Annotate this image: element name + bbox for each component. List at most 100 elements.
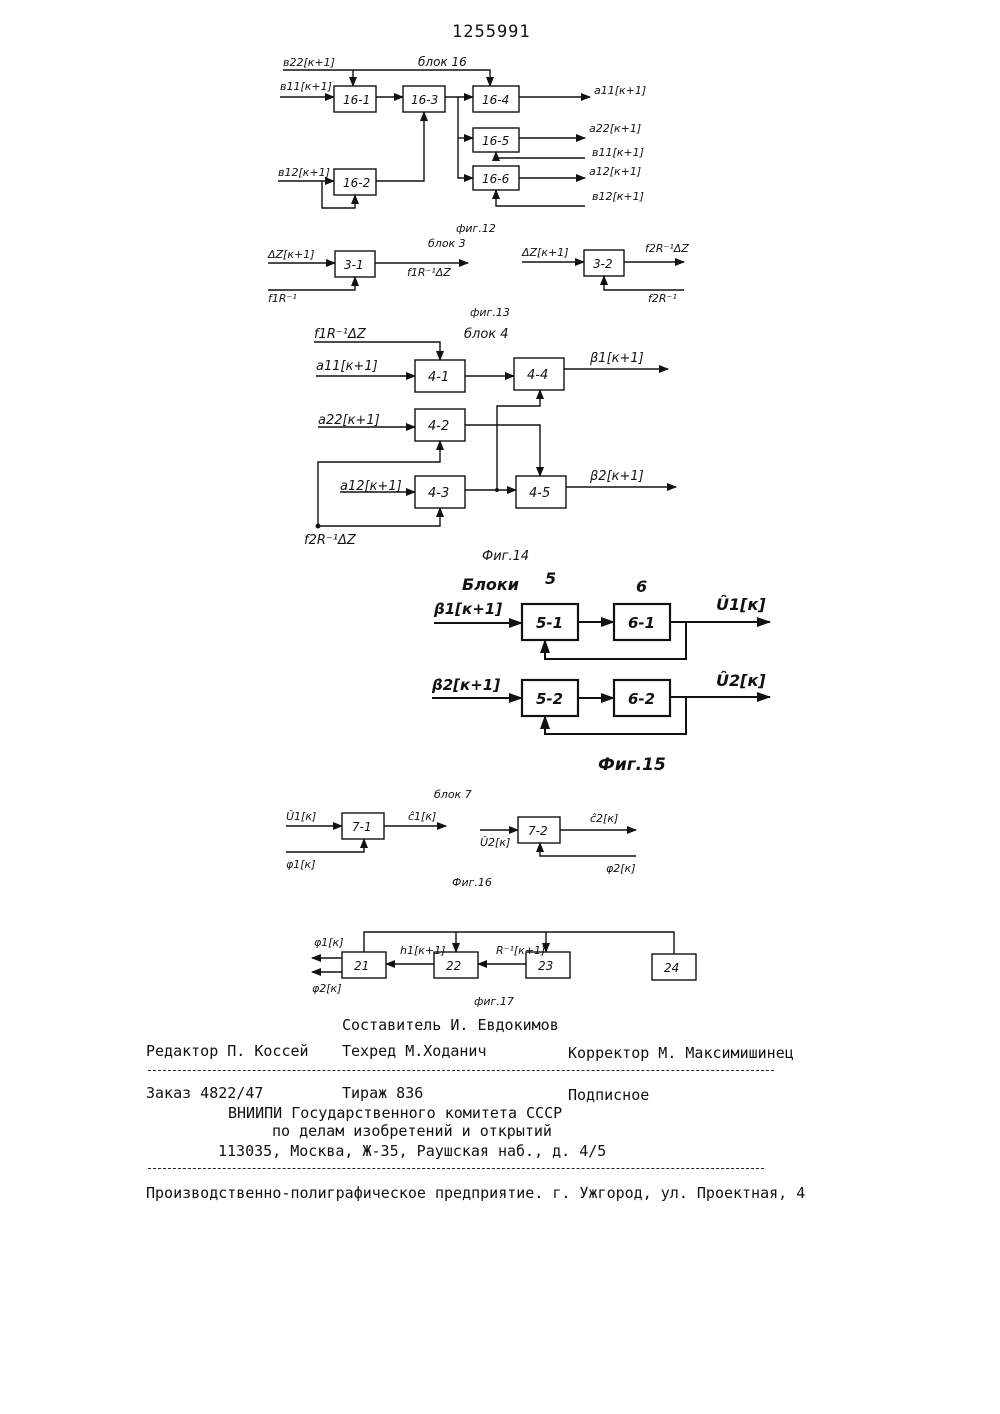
- block-24: 24: [652, 954, 696, 980]
- colophon-order: Заказ 4822/47: [146, 1084, 263, 1102]
- fig12-title: блок 16: [418, 55, 467, 69]
- svg-text:5-1: 5-1: [536, 614, 563, 632]
- fig15-output-u2: Û2[к]: [716, 670, 766, 690]
- fig13-caption: фиг.13: [470, 306, 510, 319]
- fig12-output-b11: в11[к+1]: [592, 146, 644, 159]
- fig15-diagram: Блоки 5 6 β1[к+1] 5-1 6-1 Û1[к] β2[к+1] …: [431, 569, 770, 775]
- fig13-ctrl-b: f2R⁻¹: [648, 292, 677, 305]
- block-3-2: 3-2: [584, 250, 624, 276]
- svg-text:24: 24: [664, 961, 679, 975]
- block-4-1: 4-1: [415, 360, 465, 392]
- fig14-output-b1: β1[к+1]: [589, 351, 644, 366]
- svg-text:7-2: 7-2: [528, 824, 548, 838]
- fig14-input-f2: f2R⁻¹ΔZ: [304, 533, 357, 548]
- colophon-techred: Техред М.Ходанич: [342, 1042, 487, 1060]
- svg-text:16-4: 16-4: [482, 93, 509, 107]
- fig16-input-u1: Û1[к]: [286, 810, 316, 823]
- svg-text:4-3: 4-3: [428, 486, 449, 501]
- fig12-output-a12: a12[к+1]: [589, 165, 641, 178]
- fig14-title: блок 4: [464, 327, 509, 342]
- colophon-editor: Редактор П. Коссей: [146, 1042, 309, 1060]
- colophon-print-run: Тираж 836: [342, 1084, 423, 1102]
- divider-2: [148, 1168, 764, 1169]
- colophon-org-line1: ВНИИПИ Государственного комитета СССР: [228, 1104, 562, 1122]
- svg-text:22: 22: [446, 959, 461, 973]
- fig13-diagram: блок 3 ΔZ[к+1] 3-1 f1R⁻¹ΔZ f1R⁻¹ ΔZ[к+1]…: [267, 237, 689, 319]
- block-16-2: 16-2: [334, 169, 376, 195]
- svg-text:16-2: 16-2: [343, 176, 370, 190]
- fig12-caption: фиг.12: [456, 222, 496, 235]
- fig12-input-b22: в22[к+1]: [283, 56, 335, 69]
- fig17-caption: фиг.17: [474, 995, 514, 1008]
- fig12-input-b11: в11[к+1]: [280, 80, 332, 93]
- fig13-ctrl-a: f1R⁻¹: [268, 292, 297, 305]
- block-5-2: 5-2: [522, 680, 578, 716]
- svg-text:21: 21: [354, 959, 369, 973]
- fig13-output-a: f1R⁻¹ΔZ: [407, 266, 451, 279]
- block-4-5: 4-5: [516, 476, 566, 508]
- svg-text:23: 23: [538, 959, 553, 973]
- svg-text:16-6: 16-6: [482, 172, 510, 186]
- fig13-output-b: f2R⁻¹ΔZ: [645, 242, 689, 255]
- svg-text:16-1: 16-1: [343, 93, 370, 107]
- fig15-label-5: 5: [545, 569, 556, 588]
- block-3-1: 3-1: [335, 251, 375, 277]
- fig13-input-b: ΔZ[к+1]: [521, 246, 569, 259]
- block-7-1: 7-1: [342, 813, 384, 839]
- block-4-4: 4-4: [514, 358, 564, 390]
- svg-text:5-2: 5-2: [536, 690, 563, 708]
- fig12-output-a22: a22[к+1]: [589, 122, 641, 135]
- block-5-1: 5-1: [522, 604, 578, 640]
- svg-text:3-1: 3-1: [344, 258, 364, 272]
- svg-text:3-2: 3-2: [593, 257, 613, 271]
- block-diagrams: блок 16 в22[к+1] в11[к+1] в12[к+1] 16-1 …: [0, 0, 1000, 1010]
- svg-text:16-5: 16-5: [482, 134, 509, 148]
- block-6-1: 6-1: [614, 604, 670, 640]
- block-16-5: 16-5: [473, 128, 519, 152]
- svg-text:4-1: 4-1: [428, 370, 449, 385]
- fig15-label-6: 6: [636, 577, 647, 596]
- fig15-output-u1: Û1[к]: [716, 594, 766, 614]
- block-16-4: 16-4: [473, 86, 519, 112]
- fig15-caption: Фиг.15: [598, 755, 666, 775]
- fig15-title: Блоки: [462, 575, 519, 594]
- colophon-corrector: Корректор М. Максимишинец: [568, 1044, 794, 1062]
- fig12-input-b12: в12[к+1]: [278, 166, 330, 179]
- fig13-title: блок 3: [428, 237, 466, 250]
- svg-text:16-3: 16-3: [411, 93, 438, 107]
- colophon-address: 113035, Москва, Ж-35, Раушская наб., д. …: [218, 1142, 606, 1160]
- fig14-input-a22: a22[к+1]: [318, 413, 380, 428]
- divider-1: [148, 1070, 774, 1071]
- block-16-6: 16-6: [473, 166, 519, 190]
- fig12-output-b12: в12[к+1]: [592, 190, 644, 203]
- block-21: 21: [342, 952, 386, 978]
- svg-text:6-2: 6-2: [628, 690, 655, 708]
- fig16-caption: Фиг.16: [452, 876, 492, 889]
- fig17-diagram: 21 22 23 24 φ1[к] φ2[к] h1[к+1] R⁻¹[к+1]…: [312, 932, 696, 1008]
- fig17-label-h1: h1[к+1]: [400, 944, 445, 957]
- fig16-input-phi1: φ1[к]: [286, 858, 315, 871]
- colophon-subscription: Подписное: [568, 1086, 649, 1104]
- fig13-input-a: ΔZ[к+1]: [267, 248, 315, 261]
- block-7-2: 7-2: [518, 817, 560, 843]
- svg-text:4-2: 4-2: [428, 419, 449, 434]
- fig15-input-b1: β1[к+1]: [433, 600, 502, 618]
- block-4-2: 4-2: [415, 409, 465, 441]
- fig16-output-c2: ĉ2[к]: [590, 812, 618, 825]
- fig14-caption: Фиг.14: [482, 549, 529, 564]
- fig16-diagram: блок 7 Û1[к] 7-1 ĉ1[к] φ1[к] Û2[к] 7-2 ĉ…: [286, 788, 636, 889]
- colophon-printer: Производственно-полиграфическое предприя…: [146, 1184, 805, 1202]
- block-16-3: 16-3: [403, 86, 445, 112]
- block-16-1: 16-1: [334, 86, 376, 112]
- fig14-input-a11: a11[к+1]: [316, 359, 378, 374]
- fig16-title: блок 7: [434, 788, 472, 801]
- fig16-input-u2: Û2[к]: [480, 836, 510, 849]
- colophon-compiler: Составитель И. Евдокимов: [342, 1016, 559, 1034]
- fig16-input-phi2: φ2[к]: [606, 862, 635, 875]
- fig17-label-phi2: φ2[к]: [312, 982, 341, 995]
- svg-text:4-5: 4-5: [529, 486, 550, 501]
- fig14-input-f1: f1R⁻¹ΔZ: [314, 327, 367, 342]
- fig12-diagram: блок 16 в22[к+1] в11[к+1] в12[к+1] 16-1 …: [278, 55, 646, 235]
- fig17-label-r: R⁻¹[к+1]: [496, 944, 545, 957]
- block-6-2: 6-2: [614, 680, 670, 716]
